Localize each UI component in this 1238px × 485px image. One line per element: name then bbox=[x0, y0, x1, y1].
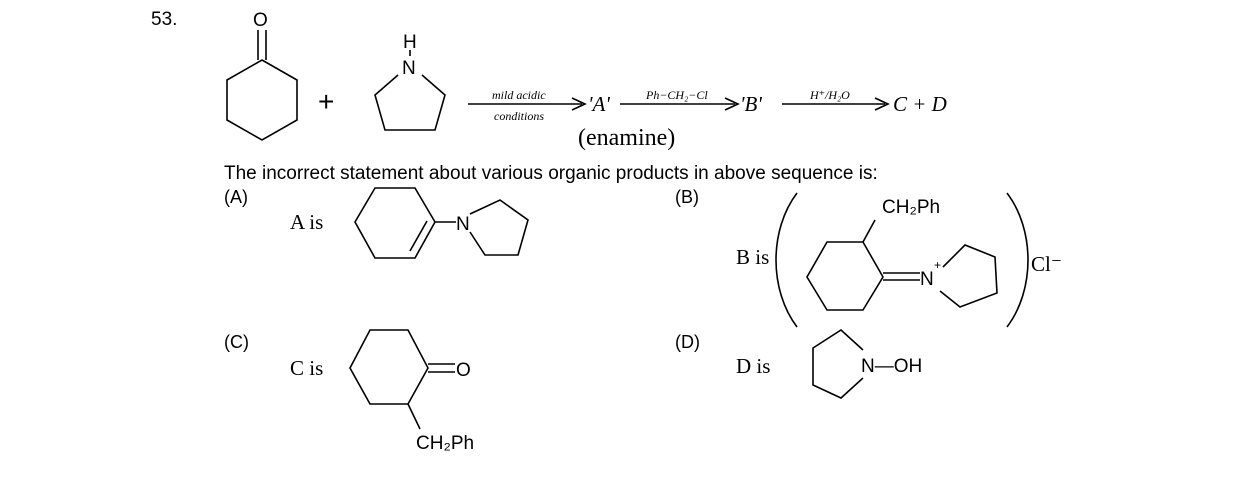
reaction-arrows bbox=[468, 97, 890, 111]
option-d-group-label: N—OH bbox=[861, 356, 922, 377]
option-b-nitrogen-label: N bbox=[920, 269, 934, 290]
option-c-ketone-structure: O CH₂Ph bbox=[349, 329, 474, 454]
option-a-letter: (A) bbox=[224, 187, 248, 207]
enamine-label: (enamine) bbox=[578, 125, 676, 151]
product-b-label: 'B' bbox=[740, 92, 762, 116]
plus-sign: + bbox=[318, 86, 335, 117]
option-a-enamine-structure: N bbox=[354, 187, 529, 259]
option-b-positive-charge: + bbox=[934, 258, 941, 272]
option-d-hydroxylamine-structure: N—OH bbox=[812, 328, 922, 399]
option-a-prefix: A is bbox=[290, 210, 324, 234]
option-c-substituent-label: CH₂Ph bbox=[416, 433, 474, 454]
option-b-prefix: B is bbox=[736, 245, 770, 269]
option-c-prefix: C is bbox=[290, 356, 324, 380]
product-a-label: 'A' bbox=[588, 92, 610, 116]
arrow3-above-text: H⁺/H₂O bbox=[810, 88, 850, 102]
nitrogen-atom-label: N bbox=[402, 58, 416, 79]
option-d-letter: (D) bbox=[675, 332, 700, 352]
arrow2-above-text: Ph−CH₂−Cl bbox=[646, 88, 708, 102]
oxygen-atom-label: O bbox=[253, 10, 268, 31]
option-c-oxygen-label: O bbox=[456, 360, 471, 381]
option-b-iminium-structure: CH₂Ph N + bbox=[775, 192, 1029, 328]
cyclohexanone-structure: O bbox=[226, 10, 298, 141]
option-c-letter: (C) bbox=[224, 332, 249, 352]
option-a-nitrogen-label: N bbox=[456, 214, 470, 235]
question-stem: The incorrect statement about various or… bbox=[224, 163, 878, 184]
option-b-letter: (B) bbox=[675, 187, 699, 207]
arrow1-above-text: mild acidic bbox=[492, 88, 546, 102]
question-number: 53. bbox=[151, 9, 178, 30]
option-d-prefix: D is bbox=[736, 354, 771, 378]
option-b-counterion: Cl⁻ bbox=[1031, 252, 1062, 276]
pyrrolidine-structure: H N bbox=[374, 32, 446, 131]
products-c-d-label: C + D bbox=[893, 92, 947, 116]
hydrogen-atom-label: H bbox=[403, 32, 417, 53]
option-b-substituent-label: CH₂Ph bbox=[882, 197, 940, 218]
arrow1-below-text: conditions bbox=[494, 109, 544, 123]
